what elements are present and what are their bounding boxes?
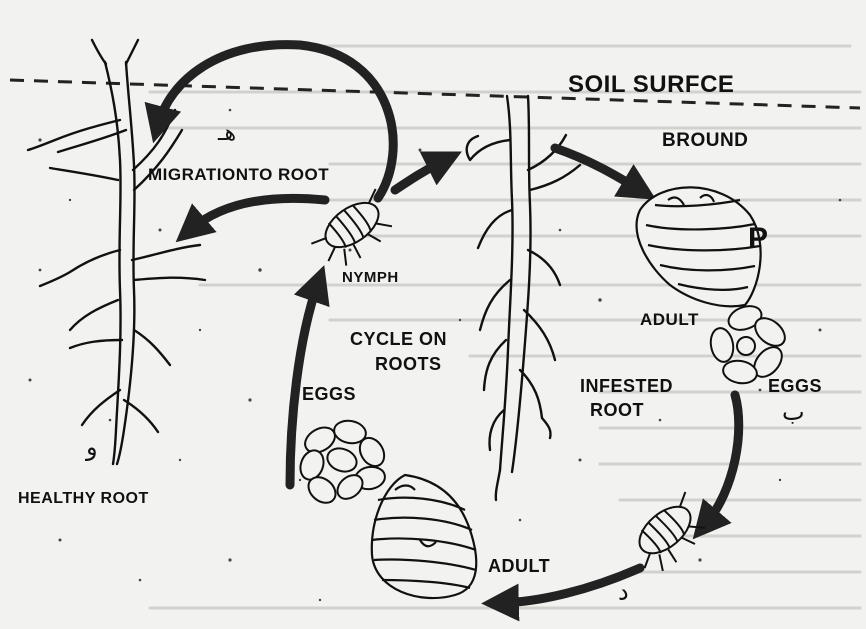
marker-w: و <box>85 433 98 461</box>
eggs-cluster-left <box>297 418 389 508</box>
arrow-to-adult-top <box>555 148 640 190</box>
label-adult-top: ADULT <box>640 310 699 329</box>
label-eggs-right: EGGS <box>768 376 822 396</box>
label-cycle-line1: CYCLE ON <box>350 329 447 349</box>
arrow-to-eggs-right <box>705 395 739 525</box>
label-eggs-left: EGGS <box>302 384 356 404</box>
label-nymph: NYMPH <box>342 269 399 286</box>
label-infested-line2: ROOT <box>590 400 644 420</box>
label-infested-line1: INFESTED <box>580 376 673 396</box>
label-healthy-root: HEALTHY ROOT <box>18 490 149 507</box>
label-migration: MIGRATIONTO ROOT <box>148 165 329 184</box>
marker-h: هـ <box>217 121 236 146</box>
label-adult-bottom: ADULT <box>488 556 550 576</box>
label-soil-surface: SOIL SURFCE <box>568 71 734 98</box>
adult-drawing-bottom <box>372 475 476 598</box>
label-cycle-line2: ROOTS <box>375 354 442 374</box>
eggs-cluster-right <box>708 302 790 386</box>
label-ground: BROUND <box>662 130 748 151</box>
healthy-root-drawing <box>28 40 205 464</box>
marker-d: د <box>618 578 629 606</box>
marker-b: ب <box>782 398 805 426</box>
marker-p: P <box>748 222 769 255</box>
arrow-to-healthy-root <box>190 198 325 230</box>
infested-root-drawing <box>467 96 580 500</box>
adult-drawing-top <box>637 187 761 306</box>
